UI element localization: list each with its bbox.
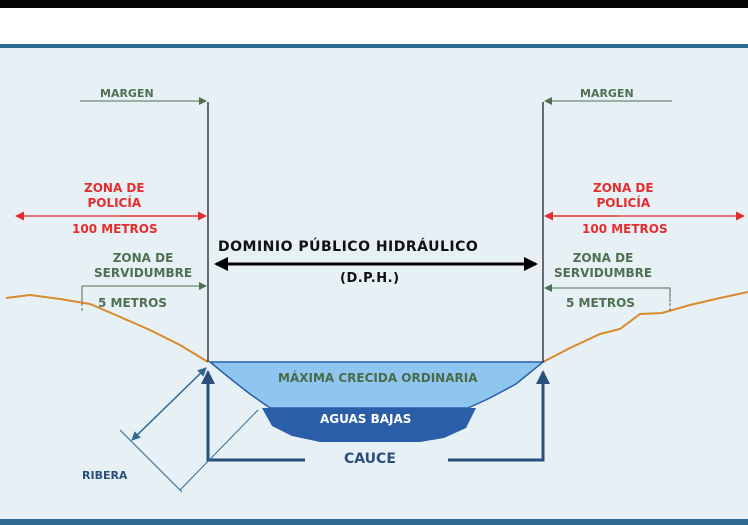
ribera-label: RIBERA [82, 469, 128, 482]
dph-abbreviation: (D.P.H.) [340, 271, 400, 286]
metros100-right-label: 100 METROS [582, 222, 668, 236]
bottom-border [0, 519, 748, 525]
servidumbre-left-bracket [81, 282, 207, 302]
metros5-left-label: 5 METROS [98, 296, 167, 310]
diagram-frame [0, 44, 748, 525]
zona-servidumbre-left-label: ZONA DE SERVIDUMBRE [94, 251, 193, 280]
metros5-right-label: 5 METROS [566, 296, 635, 310]
zona-policia-right-label: ZONA DE POLICÍA [593, 181, 654, 210]
margen-left-label: MARGEN [100, 87, 154, 100]
cauce-bracket-right [448, 370, 550, 462]
low-water-area [262, 408, 476, 442]
margen-right-label: MARGEN [580, 87, 634, 100]
zona-servidumbre-right-label: ZONA DE SERVIDUMBRE [554, 251, 653, 280]
metros100-left-label: 100 METROS [72, 222, 158, 236]
terrain-right [542, 291, 748, 363]
dph-title: DOMINIO PÚBLICO HIDRÁULICO [218, 239, 479, 255]
cauce-bracket-left [201, 370, 305, 462]
zona-policia-left-label: ZONA DE POLICÍA [84, 181, 145, 210]
ribera-cross [119, 429, 183, 493]
ribera-line-outer-tail [131, 367, 207, 441]
maxima-crecida-label: MÁXIMA CRECIDA ORDINARIA [278, 371, 478, 385]
terrain-left [5, 293, 209, 363]
aguas-bajas-label: AGUAS BAJAS [320, 412, 412, 426]
high-water-area [207, 361, 546, 409]
top-border [0, 0, 748, 8]
cauce-label: CAUCE [344, 451, 396, 467]
ribera-line-inner [179, 409, 259, 491]
